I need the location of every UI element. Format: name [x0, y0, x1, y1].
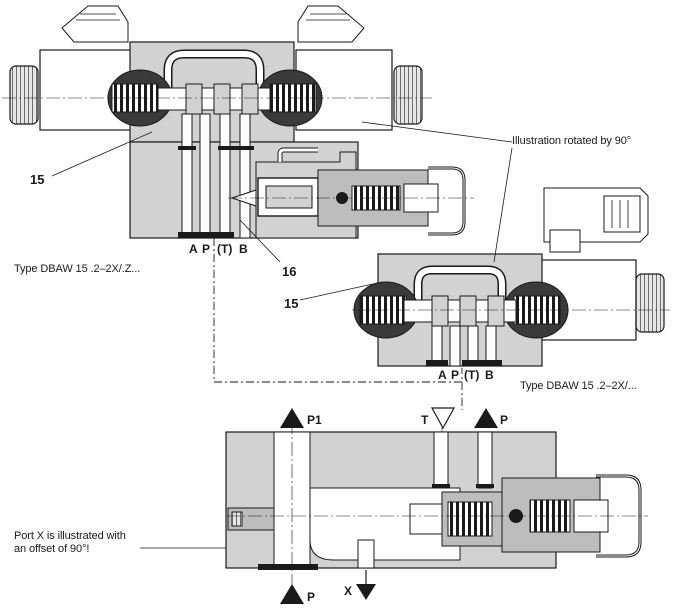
port-label-rotated-p: P: [451, 368, 460, 382]
port-label-rotated-t: (T): [464, 368, 480, 382]
rotated-nut: [635, 273, 665, 333]
pilot-line: [213, 238, 463, 410]
port-label-upper-b: B: [239, 242, 248, 256]
callout-pilot-valve: 16: [282, 264, 297, 279]
callout-upper-valve: 15: [30, 172, 45, 187]
caption-port-x-note: Port X is illustrated with an offset of …: [14, 530, 126, 555]
port-label-upper-a: A: [189, 242, 198, 256]
rotated-connector: [543, 187, 649, 253]
port-label-t: T: [421, 413, 429, 427]
port-label-rotated-b: B: [485, 368, 494, 382]
port-label-p-bottom: P: [307, 590, 316, 604]
port-label-upper-t: (T): [217, 242, 233, 256]
arrow-t-icon: [430, 407, 456, 430]
upper-connector-left: [61, 5, 129, 43]
arrow-p1-icon: [280, 408, 304, 428]
callout-rotated-valve: 15: [284, 296, 299, 311]
port-label-p1: P1: [307, 413, 322, 427]
pilot-valve-cartridge: [228, 147, 474, 239]
upper-connector-right: [297, 5, 365, 43]
caption-type-right: Type DBAW 15 .2–2X/...: [520, 380, 637, 392]
upper-nut-right: [393, 65, 423, 125]
base-pressure-valve: [225, 410, 648, 590]
caption-rotated-note: Illustration rotated by 90°: [512, 135, 632, 147]
caption-type-left: Type DBAW 15 .2–2X/.Z...: [14, 263, 141, 275]
rotated-directional-valve: [352, 187, 670, 367]
upper-nut-left: [9, 65, 39, 125]
arrow-x-icon: [356, 570, 376, 600]
arrow-p-bottom-icon: [280, 584, 304, 604]
upper-directional-valve: [2, 5, 432, 239]
port-label-p-top: P: [500, 413, 509, 427]
arrow-p-top-icon: [474, 408, 498, 428]
port-label-upper-p: P: [202, 242, 211, 256]
port-label-rotated-a: A: [438, 368, 447, 382]
port-label-x: X: [344, 584, 353, 598]
